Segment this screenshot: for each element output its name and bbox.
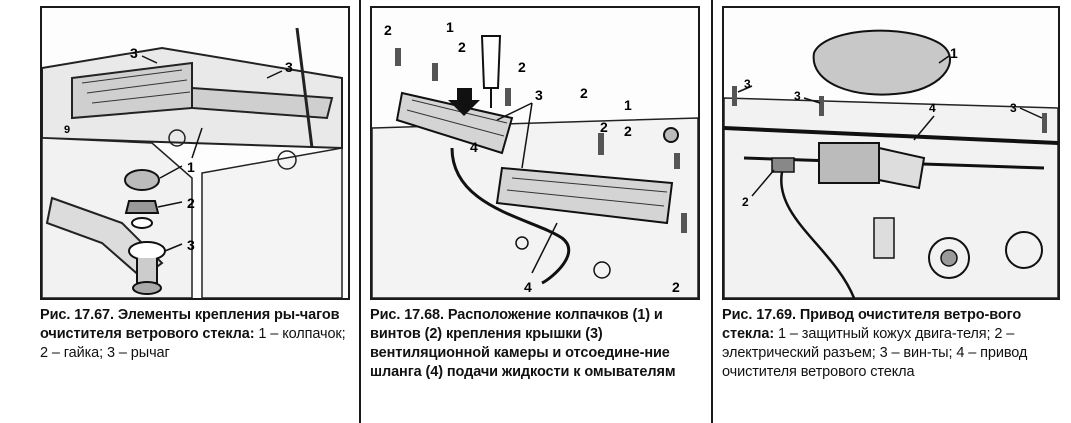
figure-17-67-illustration: 1 2 3 3 3 9: [40, 6, 350, 300]
cap-part: [124, 169, 160, 191]
cowl-cover-drawing: 2 1 2 2 2 3 4 1 2 2 4 2: [372, 19, 698, 298]
callout-label: 1: [187, 159, 195, 175]
callout-label: 1: [950, 45, 958, 61]
callout-label: 4: [524, 279, 532, 295]
caption-legend: 1 – защитный кожух двига-теля; 2 – элект…: [722, 326, 1028, 380]
callout-label: 2: [742, 195, 749, 209]
motor-cover: [812, 29, 951, 96]
callout-label: 2: [458, 39, 466, 55]
callout-label: 3: [1010, 101, 1017, 115]
callout-label: 3: [187, 237, 195, 253]
callout-label: 3: [794, 89, 801, 103]
caption-legend: 1 – колпачок; 2 – гайка; 3 – рычаг: [40, 326, 346, 361]
figure-17-68-caption: Рис. 17.68. Расположение колпачков (1) и…: [370, 306, 702, 382]
figure-17-69-illustration: 1 3 3 3 4 2: [722, 6, 1060, 300]
callout-label: 2: [580, 85, 588, 101]
callout-label: 1: [446, 19, 454, 35]
wiper-drive-drawing: 1 3 3 3 4 2: [724, 29, 1058, 298]
column-divider: [359, 0, 361, 423]
figure-17-68-illustration: 2 1 2 2 2 3 4 1 2 2 4 2: [370, 6, 700, 300]
callout-label: 2: [187, 195, 195, 211]
caption-title: Рис. 17.67. Элементы крепления ры-чагов …: [40, 307, 340, 342]
figure-17-69-caption: Рис. 17.69. Привод очистителя ветро-вого…: [722, 306, 1062, 382]
column-divider: [711, 0, 713, 423]
wiper-arm-mount-drawing: 1 2 3 3 3 9: [42, 27, 343, 298]
callout-label: 4: [929, 101, 936, 115]
callout-label: 3: [285, 59, 293, 75]
caption-title: Рис. 17.68. Расположение колпачков (1) и…: [370, 307, 676, 380]
callout-label: 2: [600, 119, 608, 135]
callout-label: 3: [535, 87, 543, 103]
callout-label: 3: [130, 45, 138, 61]
figure-17-67-caption: Рис. 17.67. Элементы крепления ры-чагов …: [40, 306, 355, 363]
callout-label: 2: [518, 59, 526, 75]
callout-label: 9: [64, 124, 70, 136]
wiper-motor: [818, 142, 880, 184]
callout-label: 4: [470, 139, 478, 155]
callout-label: 2: [384, 22, 392, 38]
callout-label: 2: [624, 123, 632, 139]
callout-label: 2: [672, 279, 680, 295]
callout-label: 1: [624, 97, 632, 113]
callout-label: 3: [744, 77, 751, 91]
caption-title: Рис. 17.69. Привод очистителя ветро-вого…: [722, 307, 1022, 342]
nut-part: [124, 200, 160, 214]
